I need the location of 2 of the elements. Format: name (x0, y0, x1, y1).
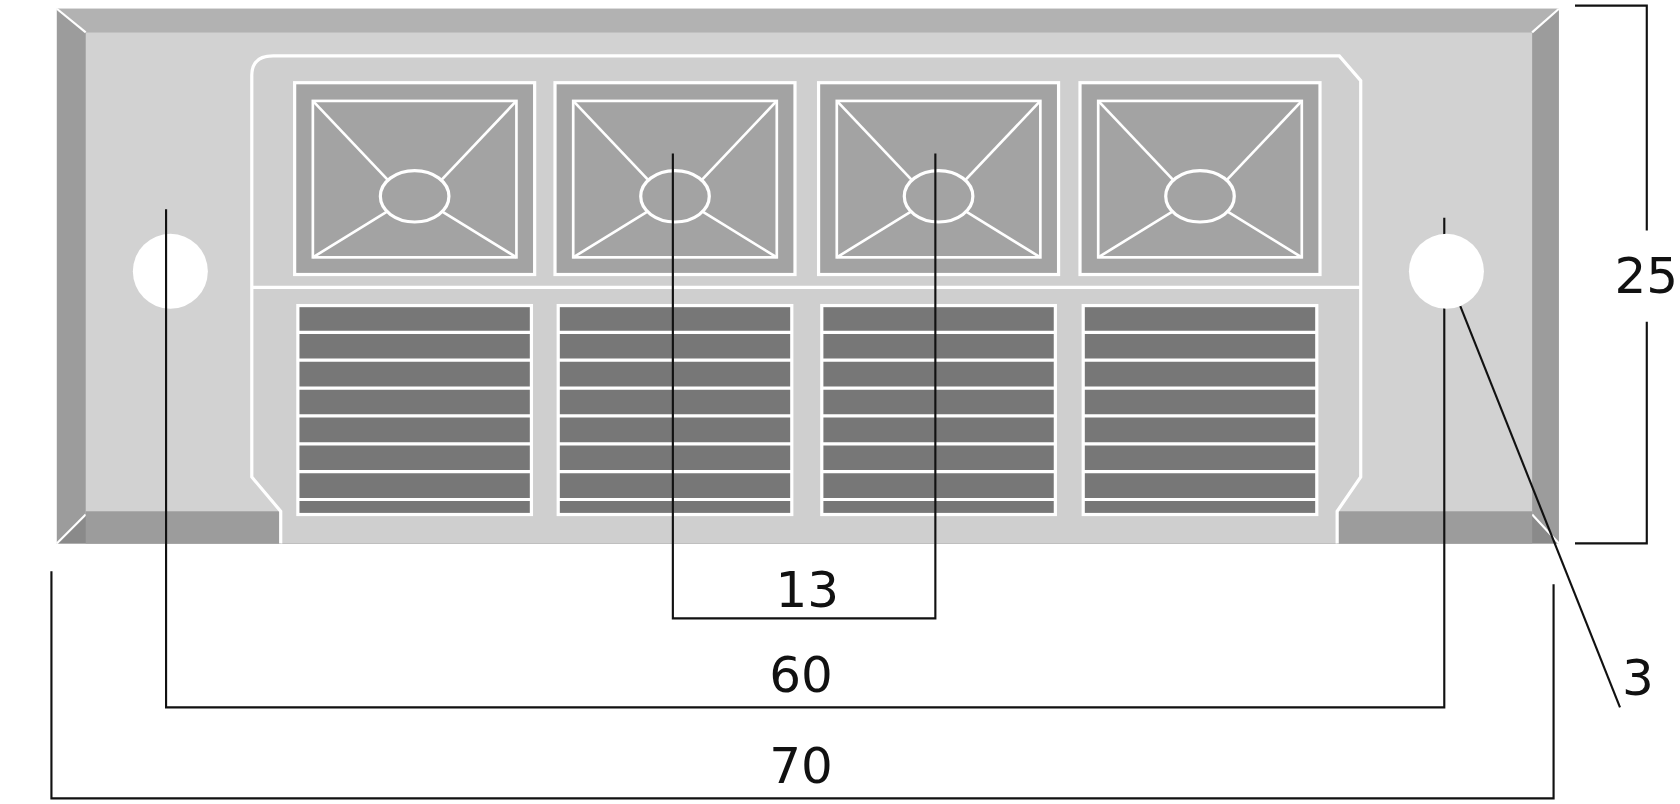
mounting-hole (1408, 233, 1484, 309)
leader-line (1459, 305, 1621, 708)
